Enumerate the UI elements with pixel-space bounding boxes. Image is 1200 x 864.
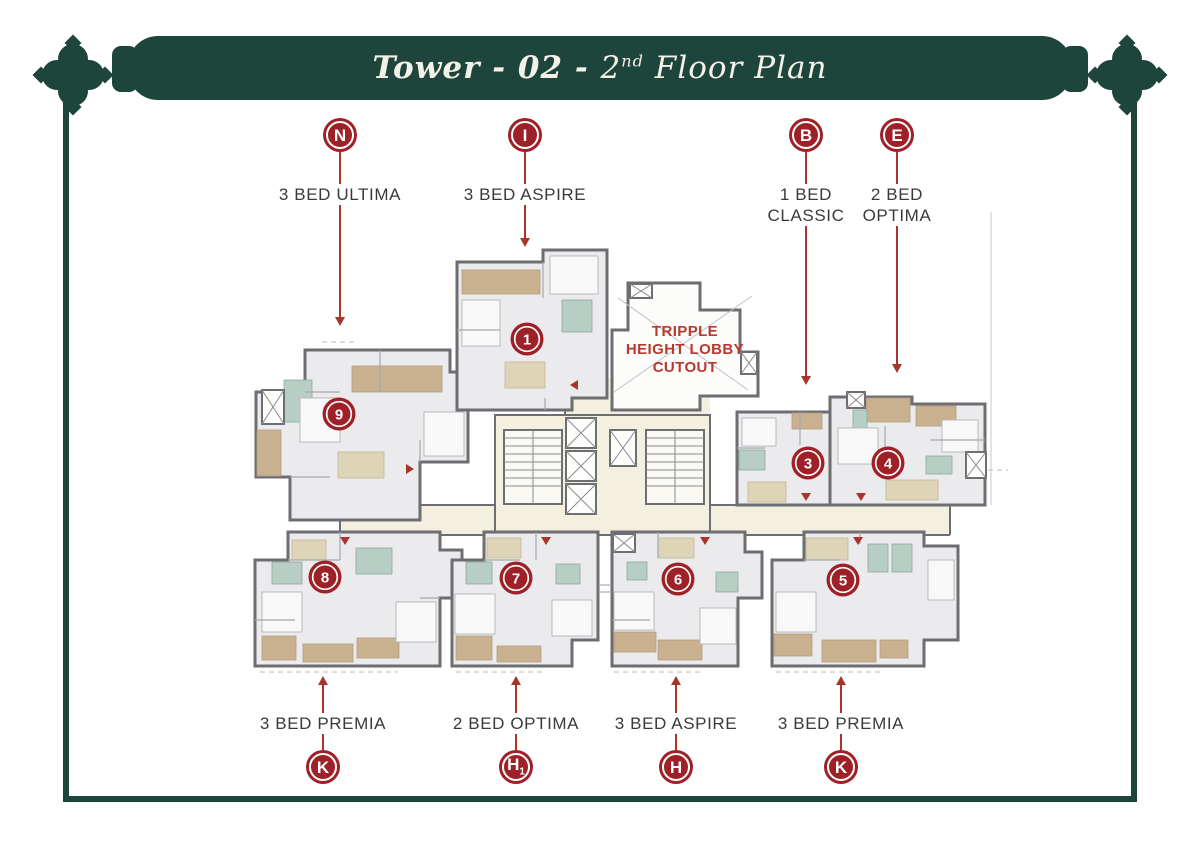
svg-text:5: 5 xyxy=(839,573,847,590)
callout-label: 3 BED PREMIA xyxy=(259,714,387,733)
callout-label: 3 BED ULTIMA xyxy=(278,185,402,204)
arrow-up-icon xyxy=(318,676,328,685)
unit-type-badge-k-left: K xyxy=(306,750,340,784)
svg-text:3: 3 xyxy=(804,456,812,473)
unit-4-2bed-optima xyxy=(828,391,987,507)
svg-text:8: 8 xyxy=(321,570,329,587)
callout-h-3bed-aspire: 3 BED ASPIRE H xyxy=(596,676,756,784)
callout-label: 3 BED PREMIA xyxy=(777,714,905,733)
unit-badge-6: 6 xyxy=(661,562,695,596)
callout-k-3bed-premia-right: 3 BED PREMIA K xyxy=(761,676,921,784)
entry-arrows xyxy=(340,380,866,545)
callout-label: 3 BED ASPIRE xyxy=(614,714,738,733)
unit-3-1bed-classic xyxy=(735,410,832,507)
unit-5-3bed-premia xyxy=(770,530,960,668)
title-banner: Tower - 02 - 2nd Floor Plan xyxy=(128,36,1072,100)
unit-type-badge-i: I xyxy=(508,118,542,152)
callout-label: 2 BED OPTIMA xyxy=(452,714,580,733)
dashed-projection-lines xyxy=(260,341,1008,673)
lobby-text-line3: CUTOUT xyxy=(653,359,718,376)
quatrefoil-ornament-left xyxy=(32,34,114,116)
unit-9-3bed-ultima xyxy=(254,348,470,522)
triple-height-lobby-cutout: TRIPPLE HEIGHT LOBBY CUTOUT xyxy=(610,281,760,412)
svg-text:9: 9 xyxy=(335,407,343,424)
arrow-up-icon xyxy=(836,676,846,685)
arrow-up-icon xyxy=(511,676,521,685)
arrow-down-icon xyxy=(335,317,345,326)
unit-type-badge-e: E xyxy=(880,118,914,152)
svg-text:7: 7 xyxy=(512,571,520,588)
unit-6-3bed-aspire xyxy=(610,530,764,668)
callout-label: 3 BED ASPIRE xyxy=(463,185,587,204)
unit-badge-7: 7 xyxy=(499,561,533,595)
callout-k-3bed-premia-left: 3 BED PREMIA K xyxy=(243,676,403,784)
svg-text:4: 4 xyxy=(884,456,893,473)
unit-type-badge-h: H xyxy=(659,750,693,784)
arrow-down-icon xyxy=(892,364,902,373)
arrow-down-icon xyxy=(520,238,530,247)
unit-type-badge-k-right: K xyxy=(824,750,858,784)
arrow-up-icon xyxy=(671,676,681,685)
lobby-text-line1: TRIPPLE xyxy=(652,323,718,340)
unit-badge-3: 3 xyxy=(791,446,825,480)
quatrefoil-ornament-right xyxy=(1086,34,1168,116)
unit-type-badge-b: B xyxy=(789,118,823,152)
unit-badge-1: 1 xyxy=(510,322,544,356)
unit-8-3bed-premia xyxy=(253,530,464,668)
unit-7-2bed-optima xyxy=(450,530,600,668)
page-border-frame xyxy=(63,74,1137,802)
callout-h1-2bed-optima: 2 BED OPTIMA H1 xyxy=(436,676,596,784)
lobby-text-line2: HEIGHT LOBBY xyxy=(626,341,744,358)
svg-text:1: 1 xyxy=(523,332,531,349)
page-title: Tower - 02 - 2nd Floor Plan xyxy=(372,50,828,86)
unit-type-badge-n: N xyxy=(323,118,357,152)
unit-badge-4: 4 xyxy=(871,446,905,480)
unit-type-badge-h1: H1 xyxy=(499,750,533,784)
core-stairs-lifts xyxy=(494,414,711,536)
unit-badge-9: 9 xyxy=(322,397,356,431)
svg-text:6: 6 xyxy=(674,572,682,589)
unit-badge-8: 8 xyxy=(308,560,342,594)
callout-i-3bed-aspire: I 3 BED ASPIRE xyxy=(445,118,605,247)
unit-badge-5: 5 xyxy=(826,563,860,597)
arrow-down-icon xyxy=(801,376,811,385)
callout-n-3bed-ultima: N 3 BED ULTIMA xyxy=(260,118,420,326)
